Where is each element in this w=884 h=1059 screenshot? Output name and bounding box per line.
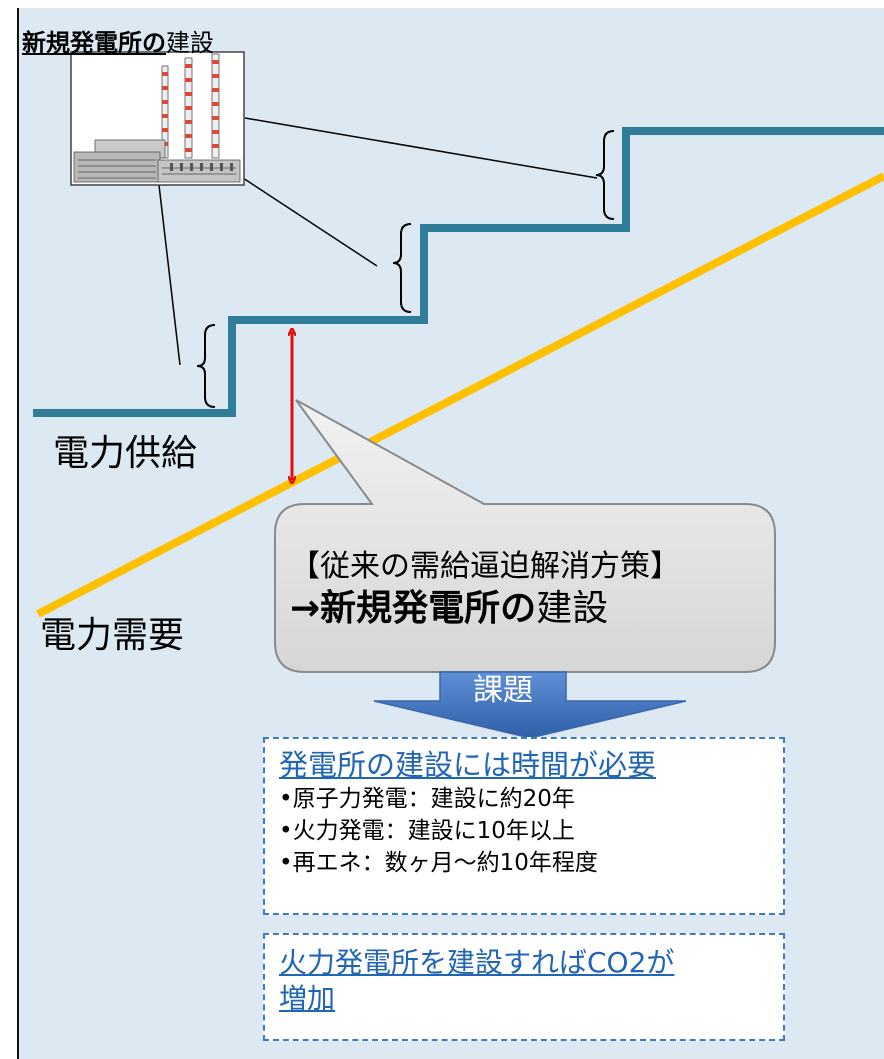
brace-step-3 [595, 130, 615, 220]
plant-title-bold: 新規発電所の [22, 29, 166, 57]
co2-box: 火力発電所を建設すればCO2が 増加 [263, 933, 785, 1041]
issue-bullet: •火力発電：建設に10年以上 [279, 818, 575, 844]
connector-line [158, 184, 181, 366]
connector-line [242, 177, 378, 267]
brace-step-1 [196, 324, 216, 408]
issue-bullet: •原子力発電：建設に約20年 [279, 786, 575, 812]
co2-link-line2[interactable]: 増加 [279, 982, 336, 1015]
callout-arrow: → [290, 588, 321, 629]
demand-line [36, 172, 884, 618]
issue-heading-link[interactable]: 発電所の建設には時間が必要 [279, 748, 657, 782]
connector-line [244, 117, 598, 179]
brace-step-2 [392, 223, 412, 313]
callout-bold: 新規発電所の [320, 588, 537, 629]
issue-bullet: •再エネ：数ヶ月〜約10年程度 [279, 850, 598, 876]
power-plant-icon [70, 51, 245, 186]
issue-arrow [373, 671, 687, 739]
callout-line1: 【従来の需給逼迫解消方策】 [290, 549, 680, 584]
plant-title: 新規発電所の建設 [22, 28, 214, 58]
co2-link-line1[interactable]: 火力発電所を建設すればCO2が [279, 946, 675, 979]
issue-label: 課題 [473, 673, 533, 708]
callout-normal: 建設 [536, 588, 609, 629]
callout-line2: →新規発電所の建設 [290, 586, 660, 632]
plant-title-normal: 建設 [166, 29, 214, 57]
demand-label: 電力需要 [40, 615, 185, 656]
callout-text: 【従来の需給逼迫解消方策】 →新規発電所の建設 [290, 548, 680, 632]
supply-staircase [33, 127, 884, 417]
issue-box: 発電所の建設には時間が必要 •原子力発電：建設に約20年 •火力発電：建設に10… [263, 737, 785, 915]
supply-label: 電力供給 [53, 433, 198, 474]
